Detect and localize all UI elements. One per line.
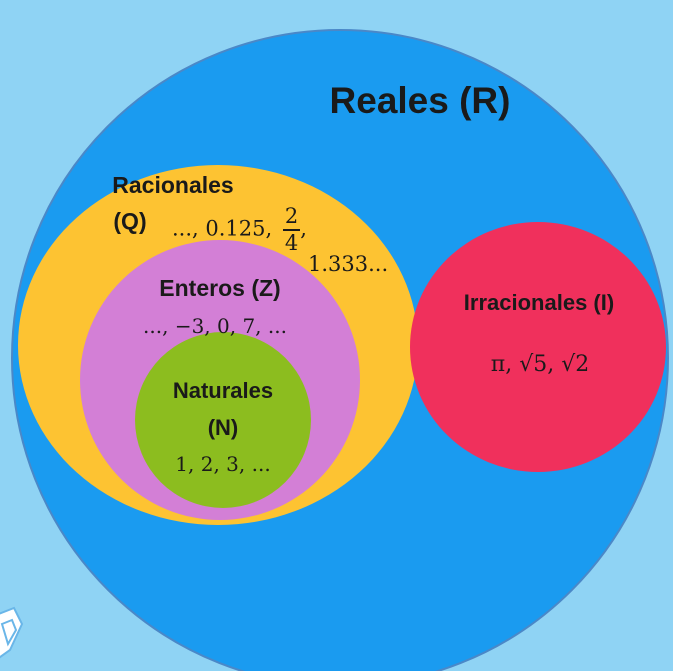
racionales-examples-start: ..., 0.125,	[172, 216, 273, 241]
irracionales-examples: π, √5, √2	[490, 352, 590, 377]
enteros-examples: ..., −3, 0, 7, ...	[143, 314, 287, 338]
reales-label: Reales (R)	[329, 80, 511, 121]
racionales-examples-end: 1.333...	[308, 252, 389, 276]
naturales-symbol: (N)	[207, 415, 239, 440]
fraction-numerator: 2	[282, 206, 301, 231]
naturales-label: Naturales	[172, 378, 274, 403]
irracionales-label: Irracionales (I)	[463, 290, 615, 315]
enteros-label: Enteros (Z)	[159, 275, 281, 301]
fraction-comma: ,	[300, 216, 307, 241]
fraction-two-quarters: 2 4	[282, 206, 301, 255]
racionales-examples: ..., 0.125, 2 4 ,	[172, 206, 307, 254]
irracionales-circle	[410, 222, 666, 472]
fraction-denominator: 4	[284, 231, 299, 255]
racionales-label: Racionales	[112, 172, 234, 198]
shield-icon	[0, 606, 24, 659]
racionales-symbol: (Q)	[113, 208, 147, 234]
naturales-circle	[135, 332, 311, 508]
naturales-examples: 1, 2, 3, ...	[175, 452, 271, 476]
